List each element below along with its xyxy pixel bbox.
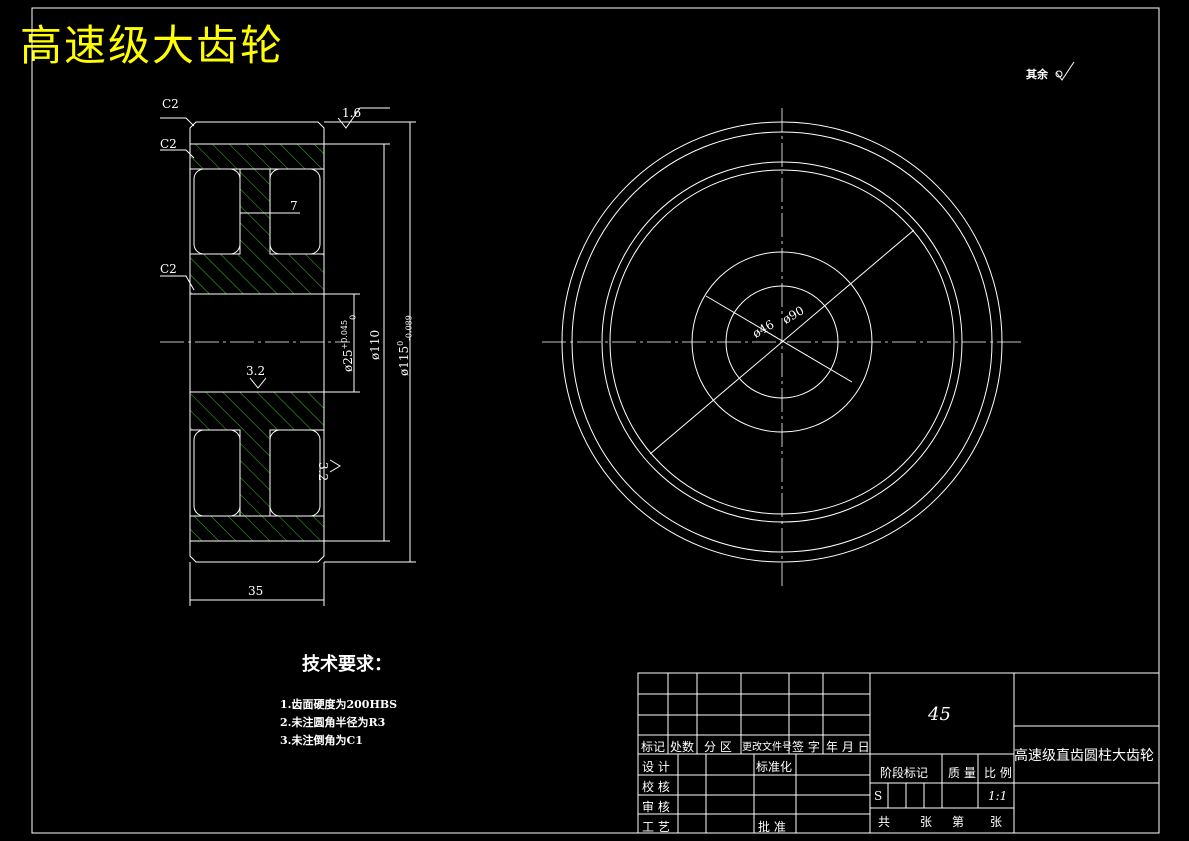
bore-dim-label: ø25+0.0450 <box>340 315 357 372</box>
sheet-no-label: 第 <box>952 815 965 829</box>
bore-dim-value: ø25 <box>341 349 355 373</box>
dia-115-label: ø1150-0.089 <box>396 315 413 376</box>
header-mark: 标记 <box>641 740 666 754</box>
part-name-label: 高速级直齿圆柱大齿轮 <box>1014 748 1154 764</box>
web-thickness-label: 7 <box>290 199 298 213</box>
bore-tol-lower: 0 <box>348 314 358 320</box>
mass-label: 质 量 <box>948 766 976 780</box>
chamfer-label-top: C2 <box>162 97 179 111</box>
dia-110-label: ø110 <box>368 329 382 360</box>
sheets-label: 张 <box>920 815 933 829</box>
dia-115-tol-upper: 0 <box>396 340 405 346</box>
tech-requirement-1: 1.齿面硬度为200HBS <box>280 698 398 711</box>
header-zone: 分 区 <box>704 740 732 754</box>
row-check: 校 核 <box>642 780 670 794</box>
other-surfaces-label: 其余 <box>1026 68 1048 81</box>
roughness-bore-label: 3.2 <box>246 364 266 378</box>
tech-requirement-3: 3.未注倒角为C1 <box>280 734 363 747</box>
chamfer-label-mid1: C2 <box>160 137 177 151</box>
approve-label: 批 准 <box>758 820 786 834</box>
row-design: 设 计 <box>642 760 670 774</box>
bore-tol-upper: +0.045 <box>340 319 349 350</box>
width-dim-label: 35 <box>248 584 264 598</box>
header-count: 处数 <box>670 740 695 754</box>
tech-requirements-heading: 技术要求： <box>302 654 392 675</box>
row-process: 工 艺 <box>642 820 670 834</box>
roughness-top-label: 1.6 <box>342 106 362 120</box>
scale-value: 1:1 <box>988 789 1008 803</box>
dia-115-value: ø115 <box>397 345 411 376</box>
row-review: 审 核 <box>642 800 670 814</box>
roughness-side-label: 3.2 <box>316 462 330 482</box>
dia-115-tol-lower: -0.089 <box>404 315 414 341</box>
drawing-title: 高速级大齿轮 <box>20 21 285 70</box>
chamfer-label-mid2: C2 <box>160 262 177 276</box>
section-view <box>160 107 416 606</box>
title-block <box>637 672 1160 834</box>
material-label: 45 <box>928 704 951 725</box>
header-sign: 签 字 <box>792 740 820 754</box>
s-mark-label: S <box>874 789 883 803</box>
tech-requirement-2: 2.未注圆角半径为R3 <box>280 716 386 729</box>
header-date: 年 月 日 <box>826 740 870 754</box>
total-label: 共 <box>878 815 891 829</box>
standardize-label: 标准化 <box>756 760 793 774</box>
drawing-border <box>31 7 1160 834</box>
header-change-doc: 更改文件号 <box>742 742 792 753</box>
scale-header-label: 比 例 <box>984 766 1012 780</box>
front-view <box>542 108 1022 586</box>
stage-mark-label: 阶段标记 <box>880 766 929 780</box>
sheets2-label: 张 <box>990 815 1003 829</box>
